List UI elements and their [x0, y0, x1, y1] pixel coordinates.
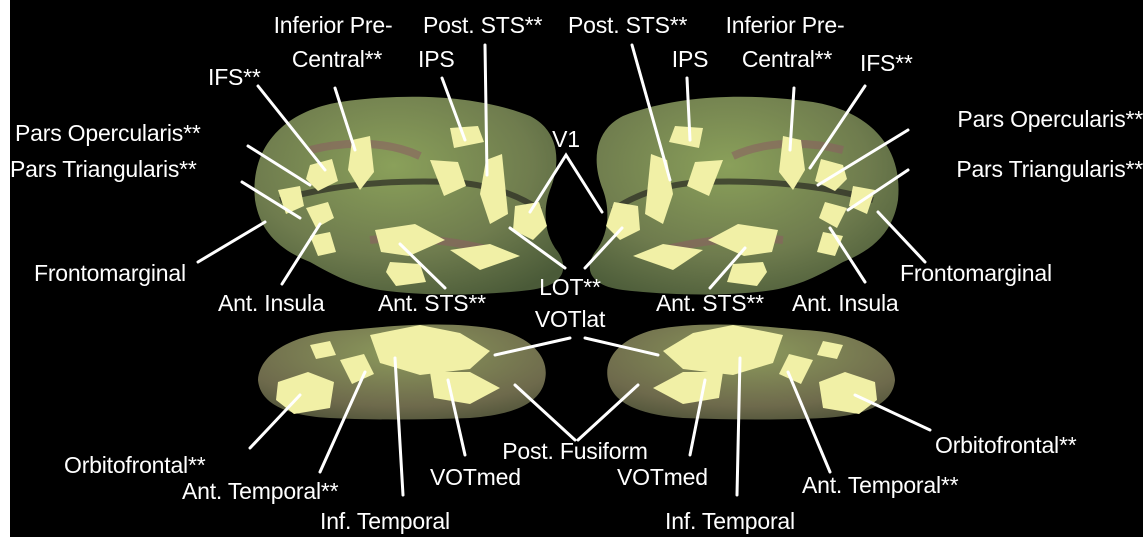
- right-votmed-label: VOTmed: [617, 464, 708, 490]
- right-ifs-label: IFS**: [860, 50, 913, 76]
- right-pars-triangularis-label: Pars Triangularis**: [903, 156, 1143, 182]
- left-ant-insula-label: Ant. Insula: [218, 290, 324, 316]
- left-ant-sts-label: Ant. STS**: [378, 290, 486, 316]
- right-ventral-hemisphere: [607, 325, 895, 420]
- left-frontomarginal-label: Frontomarginal: [34, 260, 186, 286]
- v1-label: V1: [536, 126, 596, 152]
- left-ifs-label: IFS**: [208, 64, 261, 90]
- left-inferior-precentral-label-line1: Inferior Pre-: [258, 12, 408, 38]
- right-inferior-precentral-label-line2: Central**: [722, 46, 852, 72]
- left-inf-temporal-label: Inf. Temporal: [320, 508, 450, 534]
- right-orbitofrontal-label: Orbitofrontal**: [935, 432, 1076, 458]
- left-post-sts-label: Post. STS**: [423, 12, 542, 38]
- left-ips-label: IPS: [418, 46, 454, 72]
- left-ant-temporal-label: Ant. Temporal**: [182, 478, 338, 504]
- right-ips-label: IPS: [655, 46, 725, 72]
- left-orbitofrontal-label: Orbitofrontal**: [64, 452, 205, 478]
- lot-label: LOT**: [530, 274, 610, 300]
- right-ant-sts-label: Ant. STS**: [656, 290, 764, 316]
- votlat-label: VOTlat: [525, 306, 615, 332]
- left-pars-triangularis-label: Pars Triangularis**: [10, 156, 197, 182]
- left-ventral-hemisphere: [258, 325, 546, 420]
- right-inf-temporal-label: Inf. Temporal: [665, 508, 795, 534]
- left-inferior-precentral-label-line2: Central**: [272, 46, 402, 72]
- right-frontomarginal-label: Frontomarginal: [900, 260, 1052, 286]
- left-votmed-label: VOTmed: [430, 464, 521, 490]
- right-ant-temporal-label: Ant. Temporal**: [802, 472, 958, 498]
- left-lateral-hemisphere: [254, 97, 563, 295]
- right-inferior-precentral-label-line1: Inferior Pre-: [710, 12, 860, 38]
- right-ant-insula-label: Ant. Insula: [792, 290, 898, 316]
- right-pars-opercularis-label: Pars Opercularis**: [903, 106, 1143, 132]
- figure-canvas: Inferior Pre- Central** Post. STS** IPS …: [10, 0, 1143, 537]
- right-post-sts-label: Post. STS**: [568, 12, 687, 38]
- post-fusiform-label: Post. Fusiform: [480, 438, 670, 464]
- left-pars-opercularis-label: Pars Opercularis**: [15, 120, 201, 146]
